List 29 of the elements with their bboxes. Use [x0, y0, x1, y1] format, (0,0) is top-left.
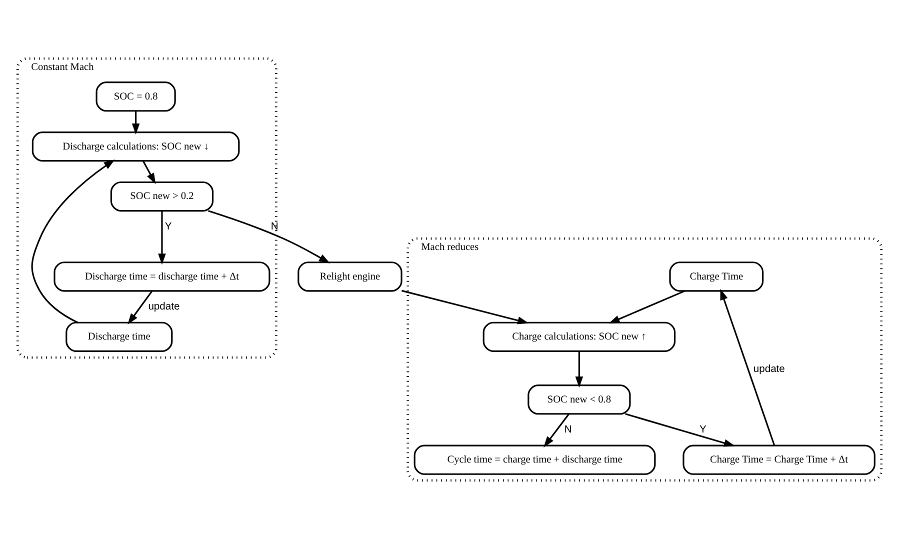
node-box: Charge calculations: SOC new ↑ [482, 321, 676, 352]
arrow [544, 413, 570, 447]
arrow [142, 160, 156, 184]
arrow [208, 210, 330, 263]
arrow [625, 412, 736, 446]
node-box: SOC new < 0.8 [528, 384, 631, 414]
edge-label: N [564, 424, 572, 435]
node-box: Relight engine [298, 261, 402, 292]
arrow [128, 290, 153, 324]
edge-label: Y [699, 424, 706, 435]
node-box: SOC new > 0.2 [110, 180, 214, 212]
arrow [132, 110, 140, 134]
edge-label: N [270, 220, 278, 232]
node-box: Discharge time = discharge time + Δt [54, 261, 270, 292]
node-box: Charge Time = Charge Time + Δt [682, 444, 876, 474]
node-box: Cycle time = charge time + discharge time [414, 444, 656, 474]
arrow [31, 159, 115, 323]
edge-label: update [148, 300, 180, 312]
node-box: Discharge time [66, 321, 173, 352]
arrow [608, 290, 685, 324]
edge-label: Y [164, 220, 172, 232]
arrow [720, 288, 776, 446]
arrow [158, 210, 166, 264]
edge-label: update [753, 364, 785, 375]
node-box: SOC = 0.8 [96, 81, 176, 112]
node-box: Charge Time [669, 261, 764, 292]
node-box: Discharge calculations: SOC new ↓ [32, 130, 240, 162]
arrow [575, 350, 584, 388]
arrow [402, 289, 529, 324]
